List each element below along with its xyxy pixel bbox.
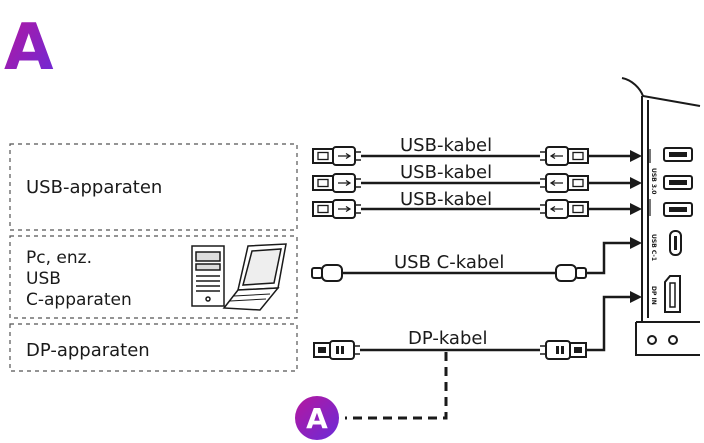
dp-plug-right (539, 340, 587, 360)
arrow-icon (630, 203, 642, 215)
laptop-base-icon (222, 287, 280, 311)
badge-letter-large: A (4, 11, 54, 85)
usbc-port-label: USB C-1 (650, 234, 657, 261)
badge-leader-line (345, 352, 448, 420)
usb-cable-1 (312, 146, 642, 166)
usbc-plug-right (555, 264, 577, 282)
arrow-icon (630, 237, 642, 249)
arrow-icon (630, 291, 642, 303)
usb-cable-2 (312, 173, 642, 193)
usbc-cable-label: USB C-kabel (394, 252, 504, 273)
badge-a-small: A (295, 396, 339, 440)
usb-cable-3-label: USB-kabel (400, 189, 492, 210)
dp-port-label: DP IN (650, 286, 657, 305)
dp-devices-label: DP-apparaten (26, 340, 150, 361)
badge-letter-small: A (306, 402, 328, 435)
usb-devices-box (9, 143, 298, 231)
monitor-side (621, 77, 701, 356)
usb-ports (663, 147, 693, 217)
computer-icon (191, 243, 287, 311)
usb-cable-2-label: USB-kabel (400, 162, 492, 183)
pc-devices-box (9, 235, 298, 319)
dp-plug-left (313, 340, 361, 360)
usb-devices-label: USB-apparaten (26, 177, 162, 198)
usb-plug-left-2 (312, 173, 362, 193)
arrow-icon (630, 177, 642, 189)
usbc-plug-left (321, 264, 343, 282)
dp-cable-label: DP-kabel (408, 328, 487, 349)
dp-cable (313, 291, 642, 360)
usb-plug-right-1 (539, 146, 589, 166)
usb-plug-left-1 (312, 146, 362, 166)
pc-label-line3: C-apparaten (26, 290, 132, 310)
usb-plug-right-3 (539, 199, 589, 219)
pc-label-line1: Pc, enz. (26, 248, 92, 268)
usb30-port-label: USB 3.0 (650, 168, 657, 194)
usb-plug-right-2 (539, 173, 589, 193)
usb-cable-3 (312, 199, 642, 219)
device-boxes (9, 143, 298, 372)
arrow-icon (630, 150, 642, 162)
usbc-cable (311, 237, 642, 282)
monitor-top-edge (621, 77, 701, 107)
pc-label-line2: USB (26, 269, 61, 289)
usb-plug-left-3 (312, 199, 362, 219)
badge-a-large: A (4, 11, 54, 85)
usb-cable-1-label: USB-kabel (400, 135, 492, 156)
